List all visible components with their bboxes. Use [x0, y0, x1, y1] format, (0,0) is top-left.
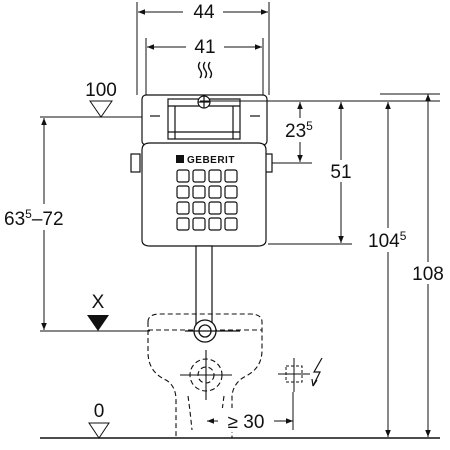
level-top-label: 100 [85, 80, 117, 101]
overall-height-label: 108 [412, 264, 444, 285]
total-height-label: 1045 [368, 229, 407, 252]
width-inner-label: 41 [194, 37, 215, 58]
range-label: 635–72 [4, 207, 64, 230]
geberit-logo: GEBERIT [176, 155, 235, 166]
level-floor-label: 0 [94, 401, 105, 422]
lightning-icon [311, 357, 323, 387]
power-socket-icon [278, 358, 310, 392]
waste-connector [185, 319, 240, 343]
brand-name: GEBERIT [187, 155, 235, 166]
access-grid [176, 169, 238, 231]
floor-level-marker [40, 422, 440, 439]
flush-pipe [195, 245, 213, 329]
width-outer-label: 44 [193, 2, 215, 23]
level-x-label: X [92, 292, 105, 313]
cistern-depth-label: 235 [285, 119, 313, 142]
min-distance-label: ≥ 30 [228, 412, 265, 433]
level-x-marker [40, 315, 150, 332]
frame-height-label: 51 [330, 162, 351, 183]
heat-wave-icon [197, 61, 213, 79]
level-100-marker [40, 100, 150, 118]
